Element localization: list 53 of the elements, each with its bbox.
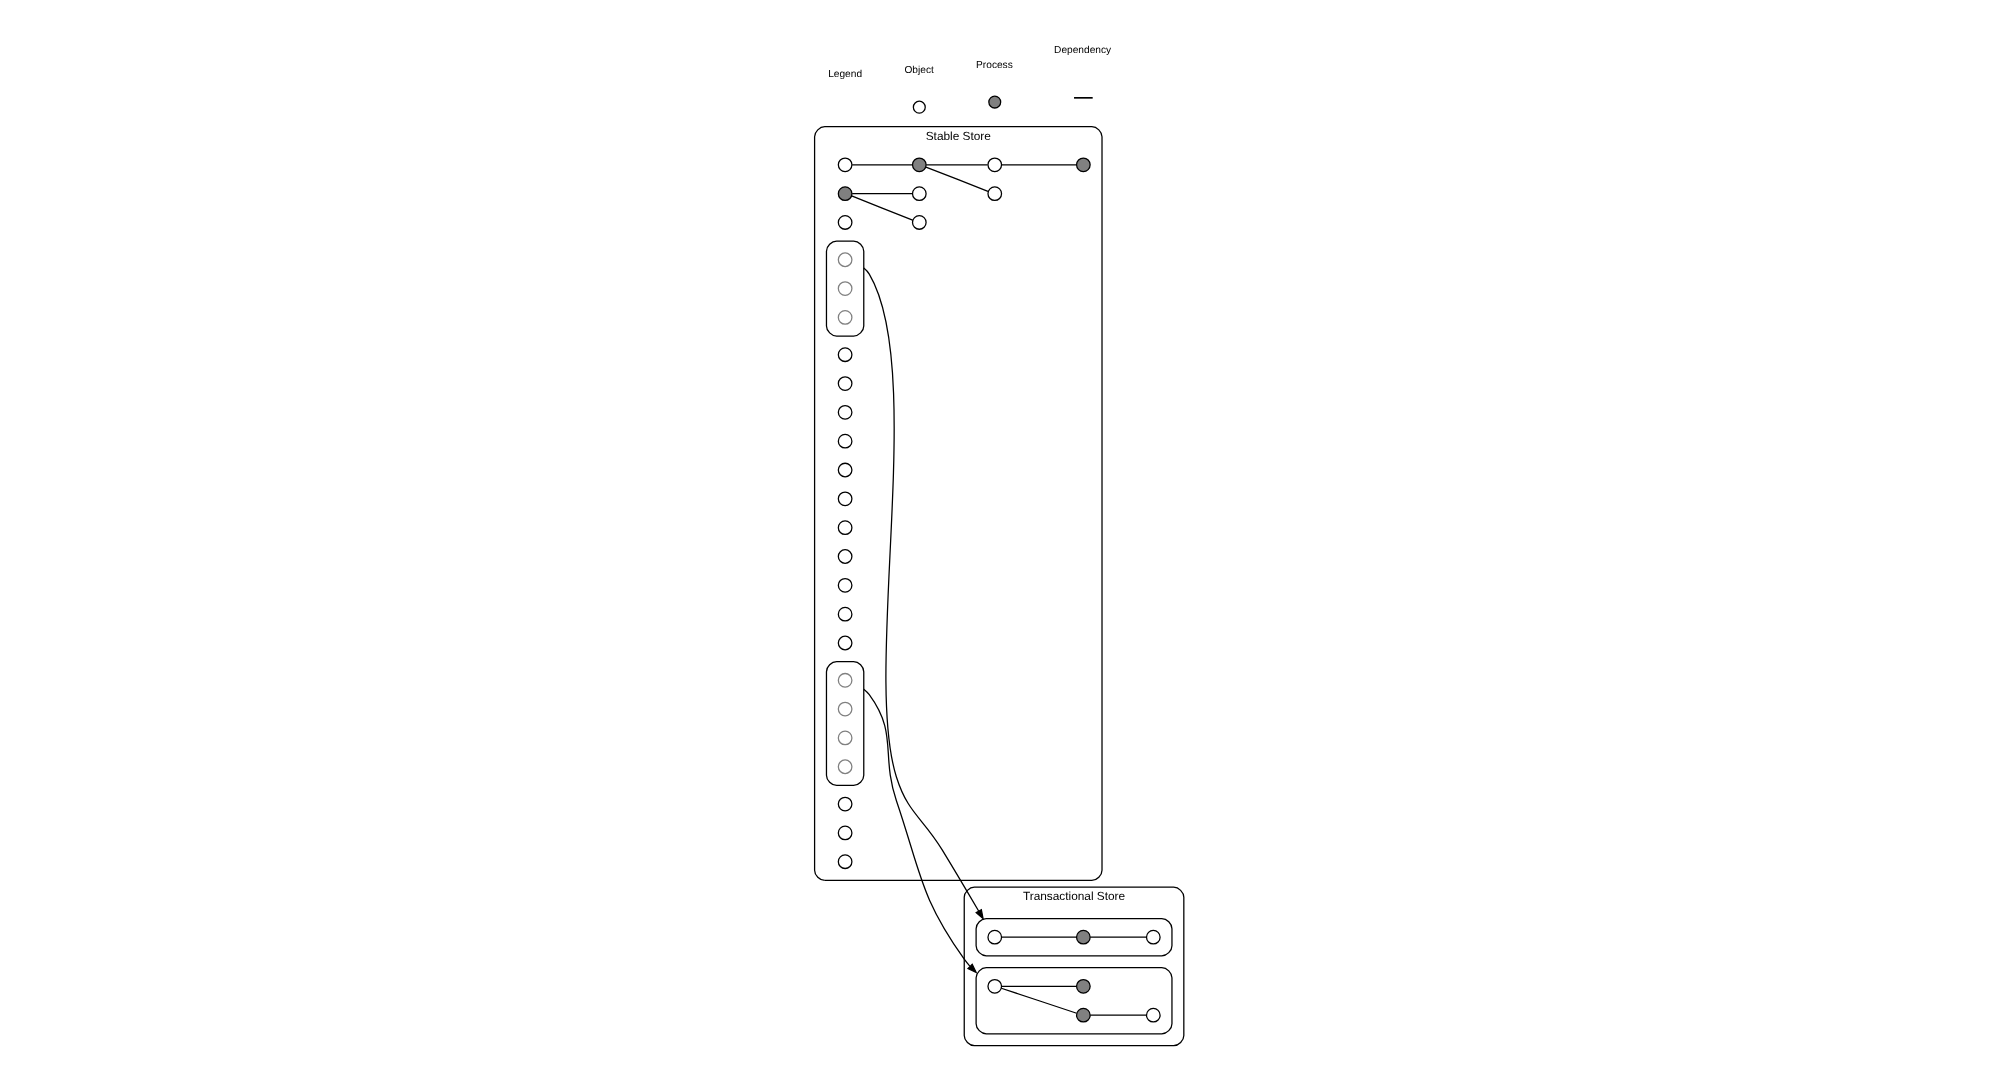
node-circle [837, 520, 853, 536]
connector [1000, 987, 1078, 1014]
connector [925, 164, 989, 166]
node-circle [837, 701, 853, 717]
node-circle [1075, 157, 1091, 173]
node-circle [1145, 1007, 1161, 1023]
connector [851, 193, 913, 195]
node-circle [1075, 1007, 1091, 1023]
node-circle [987, 157, 1003, 173]
node-circle [837, 577, 853, 593]
node-circle [837, 606, 853, 622]
node-circle [987, 978, 1003, 994]
node-circle [837, 433, 853, 449]
node-circle [837, 310, 853, 325]
node-circle [837, 281, 853, 296]
node-circle [837, 759, 853, 775]
connector [1089, 1014, 1147, 1016]
node-circle [911, 157, 927, 173]
cluster [975, 917, 1173, 957]
node-circle [911, 215, 927, 230]
node-circle [837, 186, 853, 202]
node-circle [837, 796, 853, 812]
connector [851, 164, 913, 166]
connector [1000, 936, 1078, 938]
connector [925, 166, 989, 192]
node-circle [837, 252, 853, 268]
node-circle [837, 635, 853, 651]
node-circle [837, 825, 853, 841]
node-circle [837, 347, 853, 363]
node-circle [837, 491, 853, 507]
node-circle [1075, 929, 1091, 945]
node-circle [987, 186, 1003, 202]
connector [1000, 985, 1078, 987]
node-circle [1145, 929, 1161, 945]
node-circle [837, 404, 853, 420]
arrow [863, 267, 985, 921]
node-circle [837, 854, 853, 870]
node-circle [837, 672, 853, 688]
node-circle [837, 376, 853, 391]
node-circle [837, 462, 853, 478]
node-circle [911, 186, 927, 202]
connector [1000, 164, 1078, 166]
connector [851, 195, 914, 221]
cluster [825, 240, 865, 337]
node-circle [987, 929, 1003, 945]
node-circle [837, 215, 853, 230]
arrow [863, 688, 978, 974]
node-circle [837, 157, 853, 173]
node-circle [837, 730, 853, 746]
node-circle [1075, 978, 1091, 994]
cluster [975, 967, 1173, 1035]
cluster [825, 661, 865, 787]
node-circle [837, 549, 853, 564]
